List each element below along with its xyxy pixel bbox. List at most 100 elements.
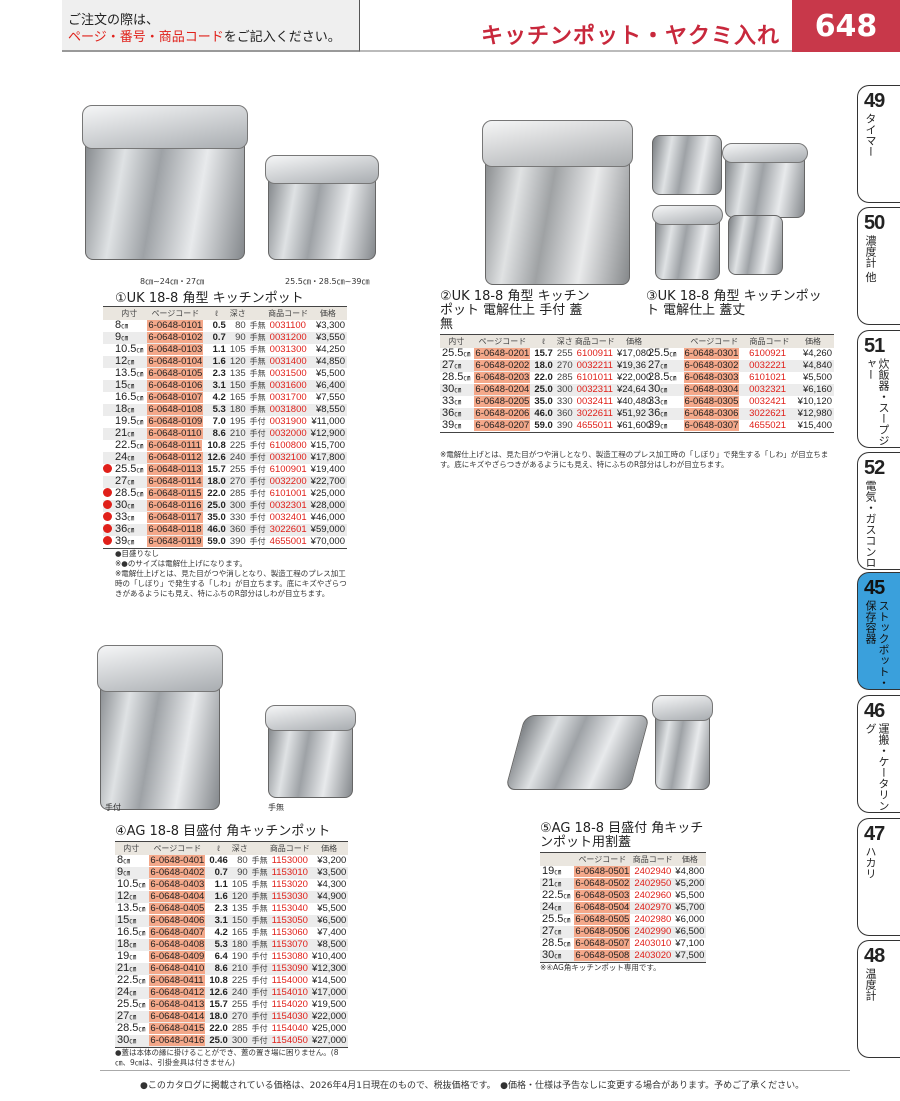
product-code: 0032221 — [747, 359, 792, 372]
price: ¥14,500 — [311, 975, 347, 986]
page-code: 6-0648-0405 — [147, 903, 207, 915]
capacity-litre: 18.0 — [205, 475, 228, 488]
unit: ㎝ — [454, 410, 462, 418]
price: ¥28,000 — [308, 499, 347, 512]
size-value: 28.5 — [648, 370, 670, 383]
handle-type: 手付 — [247, 523, 268, 536]
tab-number: 49 — [864, 90, 885, 112]
inner-size: 16.5㎝ — [113, 391, 145, 404]
electrolytic-marker — [103, 379, 113, 392]
inner-size: 12㎝ — [115, 890, 148, 903]
capacity-litre: 8.6 — [207, 962, 230, 975]
price: ¥3,200 — [317, 855, 347, 866]
page-code: 6-0648-0206 — [472, 407, 533, 420]
unit: ㎝ — [660, 410, 668, 418]
column-header: 価格 — [673, 852, 707, 866]
page-code-value: 6-0648-0411 — [149, 975, 205, 986]
page-code: 6-0648-0110 — [145, 427, 206, 440]
page-code: 6-0648-0303 — [682, 372, 748, 384]
column-header — [249, 841, 270, 855]
product-code: 0031600 — [267, 379, 309, 392]
page-code-value: 6-0648-0111 — [147, 440, 202, 451]
capacity-litre: 22.0 — [209, 1023, 228, 1034]
price: ¥25,000 — [311, 1023, 347, 1034]
column-header: ページコード — [681, 334, 748, 348]
price: ¥22,700 — [308, 475, 347, 488]
price: ¥4,250 — [315, 344, 345, 355]
price: ¥19,400 — [310, 464, 345, 475]
unit: ㎝ — [127, 430, 135, 438]
page-code-value: 6-0648-0118 — [147, 524, 203, 535]
depth: 165 — [231, 927, 248, 938]
unit: ㎝ — [129, 989, 137, 997]
column-header: ℓ — [205, 306, 228, 320]
size-value: 21 — [115, 426, 128, 439]
page-code-value: 6-0648-0416 — [149, 1035, 206, 1046]
unit: ㎝ — [660, 386, 668, 394]
capacity-litre: 0.5 — [212, 320, 226, 331]
size-value: 30 — [442, 382, 455, 395]
depth: 390 — [227, 535, 248, 549]
column-header: 内寸 — [113, 306, 146, 320]
handle-type: 手無 — [249, 393, 266, 402]
inner-size: 27㎝ — [646, 359, 682, 372]
size-value: 25.5 — [648, 346, 670, 359]
page-code: 6-0648-0414 — [147, 1010, 208, 1023]
inner-size: 19.5㎝ — [113, 415, 145, 428]
tab-label: ストックポット・保存容器 — [864, 600, 890, 688]
unit: ㎝ — [554, 904, 562, 912]
product-code: 0031800 — [267, 403, 309, 416]
page-code: 6-0648-0302 — [681, 359, 748, 372]
handle-type: 手無 — [247, 331, 268, 344]
page-code: 6-0648-0501 — [572, 866, 632, 878]
capacity-litre: 15.7 — [534, 348, 553, 359]
page-number: 648 — [792, 0, 900, 52]
depth: 210 — [227, 427, 248, 440]
unit: ㎝ — [138, 905, 146, 913]
column-header: ℓ — [207, 841, 230, 855]
product-code: 6100921 — [749, 348, 787, 359]
page-code-value: 6-0648-0408 — [149, 939, 206, 950]
size-value: 15 — [117, 913, 130, 926]
capacity-litre: 1.1 — [214, 879, 228, 890]
caption-handled: 手付 — [105, 803, 121, 812]
inner-size: 36㎝ — [646, 407, 682, 420]
size-value: 24 — [117, 985, 130, 998]
inner-size: 8㎝ — [115, 854, 147, 867]
product-code: 2402990 — [632, 925, 674, 938]
depth: 195 — [229, 416, 246, 427]
depth: 390 — [554, 419, 575, 433]
handle-type: 手付 — [251, 1024, 268, 1033]
capacity-litre: 25.0 — [207, 1034, 230, 1048]
product-code: 0031300 — [269, 344, 307, 355]
page-code: 6-0648-0406 — [147, 914, 208, 927]
page-code-value: 6-0648-0303 — [683, 372, 740, 383]
handle-type: 手付 — [247, 535, 268, 549]
page-code: 6-0648-0109 — [145, 416, 205, 428]
column-header: 価格 — [614, 334, 654, 348]
inner-size: 30㎝ — [113, 499, 146, 512]
page-code: 6-0648-0102 — [145, 331, 206, 344]
inner-size: 39㎝ — [440, 419, 473, 433]
capacity-litre: 18.0 — [207, 1010, 230, 1023]
table-header: ページコード商品コード価格 — [646, 334, 834, 348]
unit: ㎝ — [127, 538, 135, 546]
depth: 300 — [554, 383, 575, 396]
inner-size: 27㎝ — [115, 1010, 148, 1023]
page-title: キッチンポット・ヤクミ入れ — [480, 24, 780, 49]
price: ¥46,000 — [310, 512, 345, 523]
